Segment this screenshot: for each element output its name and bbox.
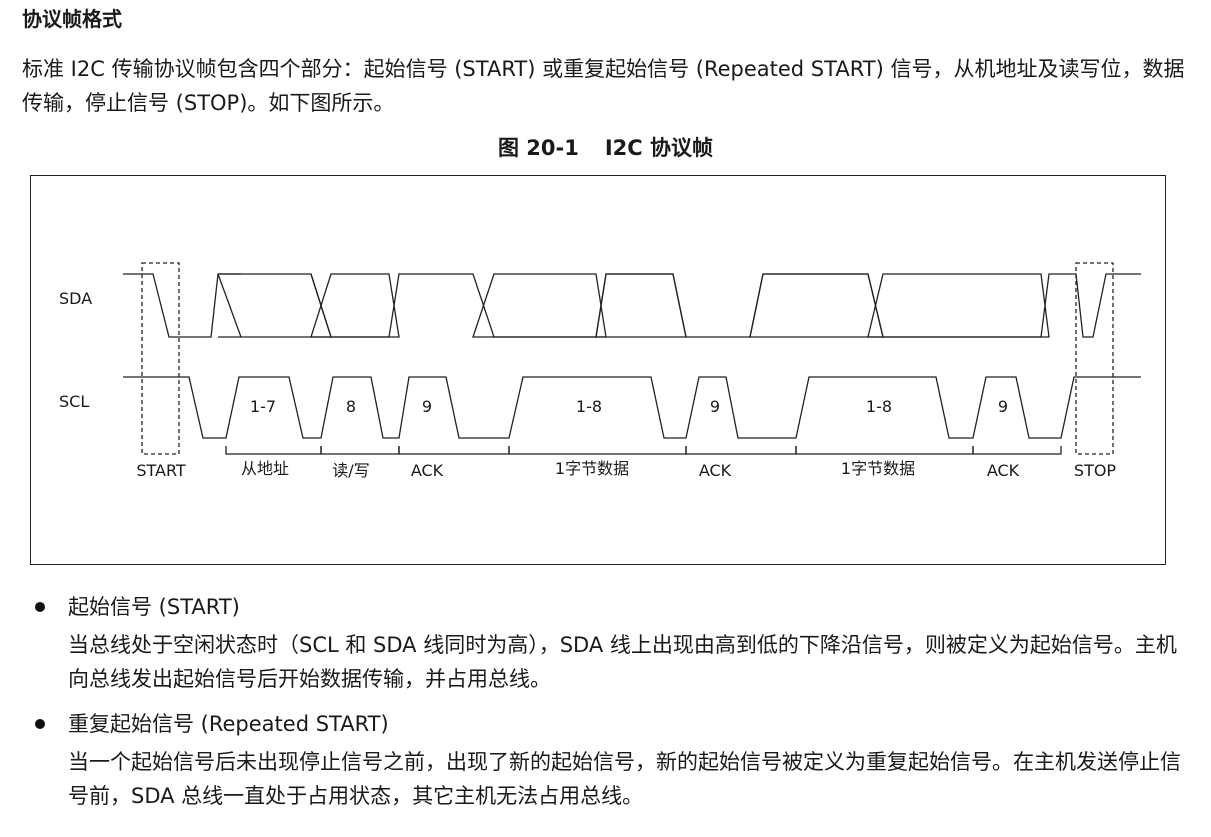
bullet-title: 起始信号 (START) xyxy=(68,595,240,619)
pulse-label: 1-7 xyxy=(250,397,276,416)
phase-label: ACK xyxy=(987,461,1020,480)
pulse-label: 9 xyxy=(710,397,720,416)
i2c-timing-diagram: SDA SCL 1-7 8 9 1-8 9 1-8 9 START 从地址 读/… xyxy=(30,175,1166,565)
phase-label: 1字节数据 xyxy=(555,459,629,478)
figure-caption: I2C 协议帧 xyxy=(604,136,714,160)
pulse-label: 1-8 xyxy=(576,397,602,416)
bullet-dot xyxy=(35,719,45,729)
pulse-label: 8 xyxy=(346,397,356,416)
bullet-dot xyxy=(35,602,45,612)
timing-svg: SDA SCL 1-7 8 9 1-8 9 1-8 9 START 从地址 读/… xyxy=(59,262,1141,480)
scl-waveform xyxy=(123,376,1141,439)
phase-label: 从地址 xyxy=(241,459,289,478)
phase-label: ACK xyxy=(699,461,732,480)
start-marker xyxy=(141,262,180,455)
stop-marker xyxy=(1075,262,1114,455)
intro-paragraph: 标准 I2C 传输协议帧包含四个部分：起始信号 (START) 或重复起始信号 … xyxy=(22,57,1185,115)
phase-label: 读/写 xyxy=(332,461,369,480)
pulse-label: 9 xyxy=(422,397,432,416)
scl-label: SCL xyxy=(59,392,89,411)
bullet-text: 当一个起始信号后未出现停止信号之前，出现了新的起始信号，新的起始信号被定义为重复… xyxy=(68,750,1181,808)
sda-waveform xyxy=(123,273,241,338)
pulse-label: 9 xyxy=(998,397,1008,416)
section-heading: 协议帧格式 xyxy=(22,7,122,31)
phase-label: 1字节数据 xyxy=(841,459,915,478)
bullet-title: 重复起始信号 (Repeated START) xyxy=(68,712,389,736)
phase-label: ACK xyxy=(411,461,444,480)
phase-label: STOP xyxy=(1074,461,1117,480)
sda-label: SDA xyxy=(59,289,92,308)
figure-title: 图 20-1 I2C 协议帧 xyxy=(0,132,1211,162)
phase-label: START xyxy=(136,461,186,480)
pulse-label: 1-8 xyxy=(866,397,892,416)
figure-number: 图 20-1 xyxy=(497,136,579,160)
sda-waveform-segments xyxy=(310,273,1141,338)
bullet-text: 当总线处于空闲状态时（SCL 和 SDA 线同时为高），SDA 线上出现由高到低… xyxy=(68,633,1177,691)
